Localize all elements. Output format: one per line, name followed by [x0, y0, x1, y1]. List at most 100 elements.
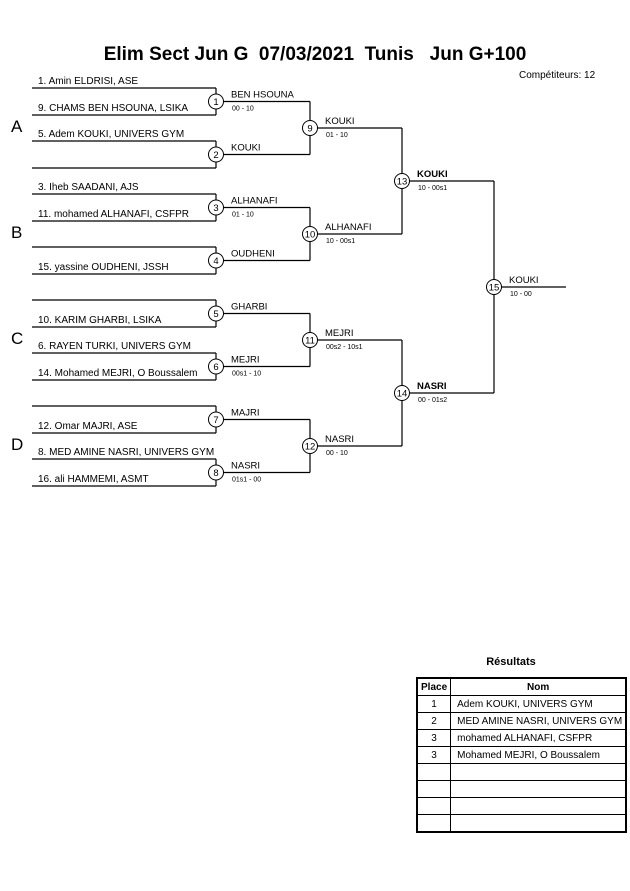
match-score: 10 - 00s1 — [326, 238, 355, 245]
competitor-name: 5. Adem KOUKI, UNIVERS GYM — [38, 129, 184, 140]
match-winner: MEJRI — [231, 355, 260, 366]
match-number: 3 — [213, 203, 218, 214]
match-winner: KOUKI — [325, 116, 355, 127]
result-place: 2 — [416, 712, 452, 730]
match-winner: KOUKI — [417, 169, 448, 180]
competitor-name: 14. Mohamed MEJRI, O Boussalem — [38, 368, 198, 379]
match-winner: ALHANAFI — [231, 196, 277, 207]
competitor-name: 10. KARIM GHARBI, LSIKA — [38, 315, 162, 326]
results-row — [416, 780, 627, 798]
results-title: Résultats — [486, 656, 536, 668]
result-place: 3 — [416, 746, 452, 764]
result-place — [416, 763, 452, 781]
competitor-name: 9. CHAMS BEN HSOUNA, LSIKA — [38, 103, 188, 114]
results-row — [416, 814, 627, 833]
result-place — [416, 814, 452, 833]
match-winner: MAJRI — [231, 408, 260, 419]
match-score: 00 - 10 — [232, 106, 254, 113]
match-score: 00s1 - 10 — [232, 371, 261, 378]
match-number-circle — [302, 226, 318, 242]
match-score: 10 - 00s1 — [418, 185, 447, 192]
result-name — [450, 780, 627, 798]
match-winner: KOUKI — [231, 143, 261, 154]
result-name — [450, 797, 627, 815]
section-label-a: A — [11, 117, 23, 136]
match-number-circle — [208, 146, 224, 163]
match-score: 01s1 - 00 — [232, 477, 261, 484]
match-number-circle — [208, 252, 224, 269]
match-winner: MEJRI — [325, 328, 354, 339]
match-winner: NASRI — [231, 461, 260, 472]
match-winner: ALHANAFI — [325, 222, 371, 233]
match-number: 13 — [397, 176, 408, 187]
match-number: 15 — [489, 282, 500, 293]
results-header-row: Place Nom — [416, 677, 627, 696]
match-winner: KOUKI — [509, 275, 539, 286]
match-score: 10 - 00 — [510, 291, 532, 298]
competitor-name: 3. Iheb SAADANI, AJS — [38, 182, 139, 193]
match-number-circle — [208, 305, 224, 322]
result-place — [416, 797, 452, 815]
match-winner: BEN HSOUNA — [231, 90, 294, 101]
match-score: 00 - 10 — [326, 450, 348, 457]
match-number: 1 — [213, 97, 218, 108]
match-winner: NASRI — [325, 434, 354, 445]
match-number-circle — [394, 385, 410, 401]
match-number-circle — [208, 199, 224, 216]
match-number-circle — [486, 279, 502, 295]
match-score: 01 - 10 — [232, 212, 254, 219]
match-number: 12 — [305, 441, 316, 452]
result-name — [450, 763, 627, 781]
section-label-d: D — [11, 435, 24, 454]
competitor-name: 16. ali HAMMEMI, ASMT — [38, 474, 149, 485]
match-winner: OUDHENI — [231, 249, 275, 260]
match-number: 9 — [307, 123, 312, 134]
result-name — [450, 814, 627, 833]
match-number: 14 — [397, 388, 408, 399]
match-number-circle — [394, 173, 410, 189]
match-number-circle — [208, 464, 224, 481]
results-row — [416, 797, 627, 815]
result-place: 1 — [416, 695, 452, 713]
result-place — [416, 780, 452, 798]
match-score: 00 - 01s2 — [418, 397, 447, 404]
match-number: 6 — [213, 362, 218, 373]
result-name: MED AMINE NASRI, UNIVERS GYM — [450, 712, 627, 730]
match-number-circle — [302, 438, 318, 454]
match-number: 7 — [213, 415, 218, 426]
match-number: 4 — [213, 256, 218, 267]
place-column-header: Place — [416, 677, 452, 696]
match-number: 2 — [213, 150, 218, 161]
match-number-circle — [302, 120, 318, 136]
match-number-circle — [302, 332, 318, 348]
match-winner: NASRI — [417, 381, 447, 392]
competitor-name: 11. mohamed ALHANAFI, CSFPR — [38, 209, 189, 220]
result-name: Mohamed MEJRI, O Boussalem — [450, 746, 627, 764]
competitor-name: 1. Amin ELDRISI, ASE — [38, 76, 138, 87]
competitor-name: 6. RAYEN TURKI, UNIVERS GYM — [38, 341, 191, 352]
competitor-name: 15. yassine OUDHENI, JSSH — [38, 262, 169, 273]
page-title: Elim Sect Jun G 07/03/2021 Tunis Jun G+1… — [103, 44, 527, 65]
match-number-circle — [208, 358, 224, 375]
match-number: 10 — [305, 229, 316, 240]
match-number-circle — [208, 93, 224, 110]
section-label-c: C — [11, 329, 24, 348]
competitor-name: 12. Omar MAJRI, ASE — [38, 421, 138, 432]
bracket-labels: 1. Amin ELDRISI, ASE 9. CHAMS BEN HSOUNA,… — [38, 76, 539, 485]
match-winner: GHARBI — [231, 302, 267, 313]
match-score: 01 - 10 — [326, 132, 348, 139]
match-score: 00s2 - 10s1 — [326, 344, 363, 351]
results-row — [416, 763, 627, 781]
competitor-name: 8. MED AMINE NASRI, UNIVERS GYM — [38, 447, 214, 458]
match-number: 8 — [213, 468, 218, 479]
name-column-header: Nom — [450, 677, 627, 696]
result-place: 3 — [416, 729, 452, 747]
competitors-count: Compétiteurs: 12 — [519, 70, 596, 81]
match-number: 11 — [305, 335, 315, 346]
